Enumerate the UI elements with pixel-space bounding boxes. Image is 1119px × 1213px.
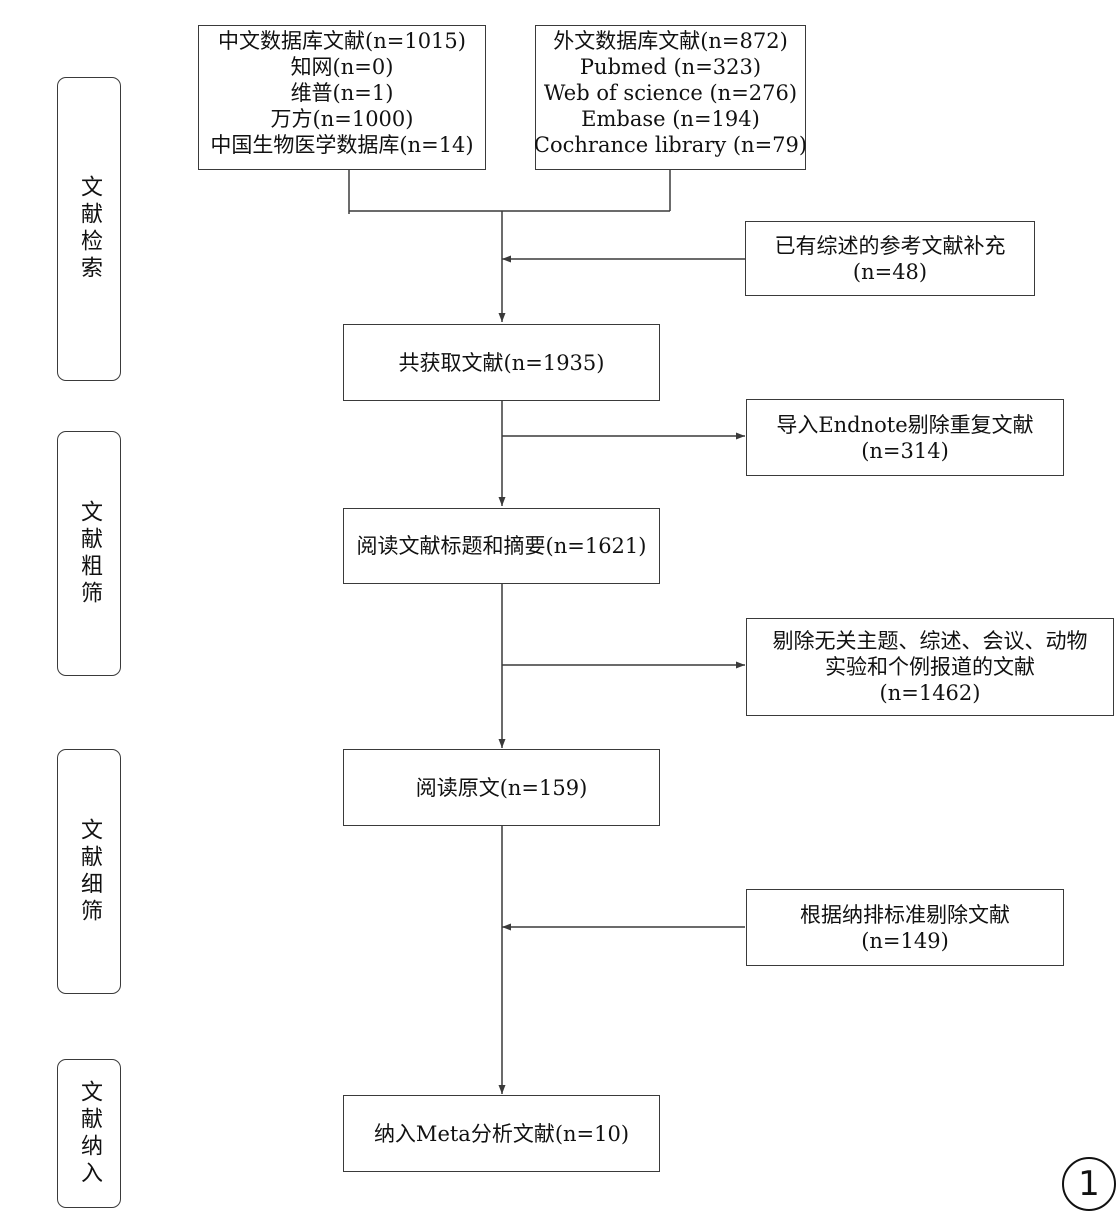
exclude-irrelevant-count: (n=1462) [879, 681, 981, 705]
dedup-count: (n=314) [861, 438, 949, 463]
fulltext-box: 阅读原文(n=159) [343, 749, 660, 826]
stage-fine-screen-label: 文献细筛 [77, 817, 102, 926]
embase-count: Embase (n=194) [581, 107, 760, 131]
stage-search-label: 文献检索 [77, 175, 102, 283]
stage-coarse-screen: 文献粗筛 [57, 431, 121, 676]
web-of-science-count: Web of science (n=276) [543, 81, 798, 105]
figure-number-badge: 1 [1062, 1157, 1116, 1211]
cochrane-count: Cochrance library (n=79) [533, 133, 808, 157]
figure-number: 1 [1078, 1164, 1100, 1204]
dedup-box: 导入Endnote剔除重复文献 (n=314) [746, 399, 1064, 476]
stage-search: 文献检索 [57, 77, 121, 381]
stage-fine-screen: 文献细筛 [57, 749, 121, 994]
exclude-criteria-box: 根据纳排标准剔除文献 (n=149) [746, 889, 1064, 966]
exclude-irrelevant-box: 剔除无关主题、综述、会议、动物 实验和个例报道的文献 (n=1462) [746, 618, 1114, 716]
stage-inclusion-label: 文献纳入 [77, 1079, 102, 1188]
total-label: 共获取文献(n=1935) [398, 350, 605, 375]
foreign-database-total: 外文数据库文献(n=872) [553, 29, 788, 53]
included-box: 纳入Meta分析文献(n=10) [343, 1095, 660, 1172]
total-box: 共获取文献(n=1935) [343, 324, 660, 401]
exclude-criteria-count: (n=149) [861, 928, 949, 953]
stage-coarse-screen-label: 文献粗筛 [77, 499, 102, 608]
title-abstract-label: 阅读文献标题和摘要(n=1621) [356, 534, 647, 558]
pubmed-count: Pubmed (n=323) [579, 55, 762, 79]
review-references-box: 已有综述的参考文献补充 (n=48) [745, 221, 1035, 296]
exclude-irrelevant-line-2: 实验和个例报道的文献 [825, 655, 1035, 679]
foreign-database-box: 外文数据库文献(n=872) Pubmed (n=323) Web of sci… [533, 25, 808, 170]
vip-count: 维普(n=1) [290, 81, 394, 105]
stage-inclusion: 文献纳入 [57, 1059, 121, 1208]
included-label: 纳入Meta分析文献(n=10) [373, 1121, 630, 1146]
chinese-database-total: 中文数据库文献(n=1015) [218, 29, 466, 53]
fulltext-label: 阅读原文(n=159) [415, 775, 588, 800]
wanfang-count: 万方(n=1000) [270, 107, 414, 131]
exclude-irrelevant-line-1: 剔除无关主题、综述、会议、动物 [772, 629, 1088, 653]
title-abstract-box: 阅读文献标题和摘要(n=1621) [343, 508, 660, 584]
chinese-database-box: 中文数据库文献(n=1015) 知网(n=0) 维普(n=1) 万方(n=100… [198, 25, 486, 170]
dedup-label: 导入Endnote剔除重复文献 [776, 412, 1034, 437]
cnki-count: 知网(n=0) [290, 55, 394, 79]
review-references-count: (n=48) [852, 259, 928, 284]
exclude-criteria-label: 根据纳排标准剔除文献 [800, 902, 1010, 927]
review-references-label: 已有综述的参考文献补充 [774, 233, 1006, 258]
cbm-count: 中国生物医学数据库(n=14) [210, 133, 474, 157]
